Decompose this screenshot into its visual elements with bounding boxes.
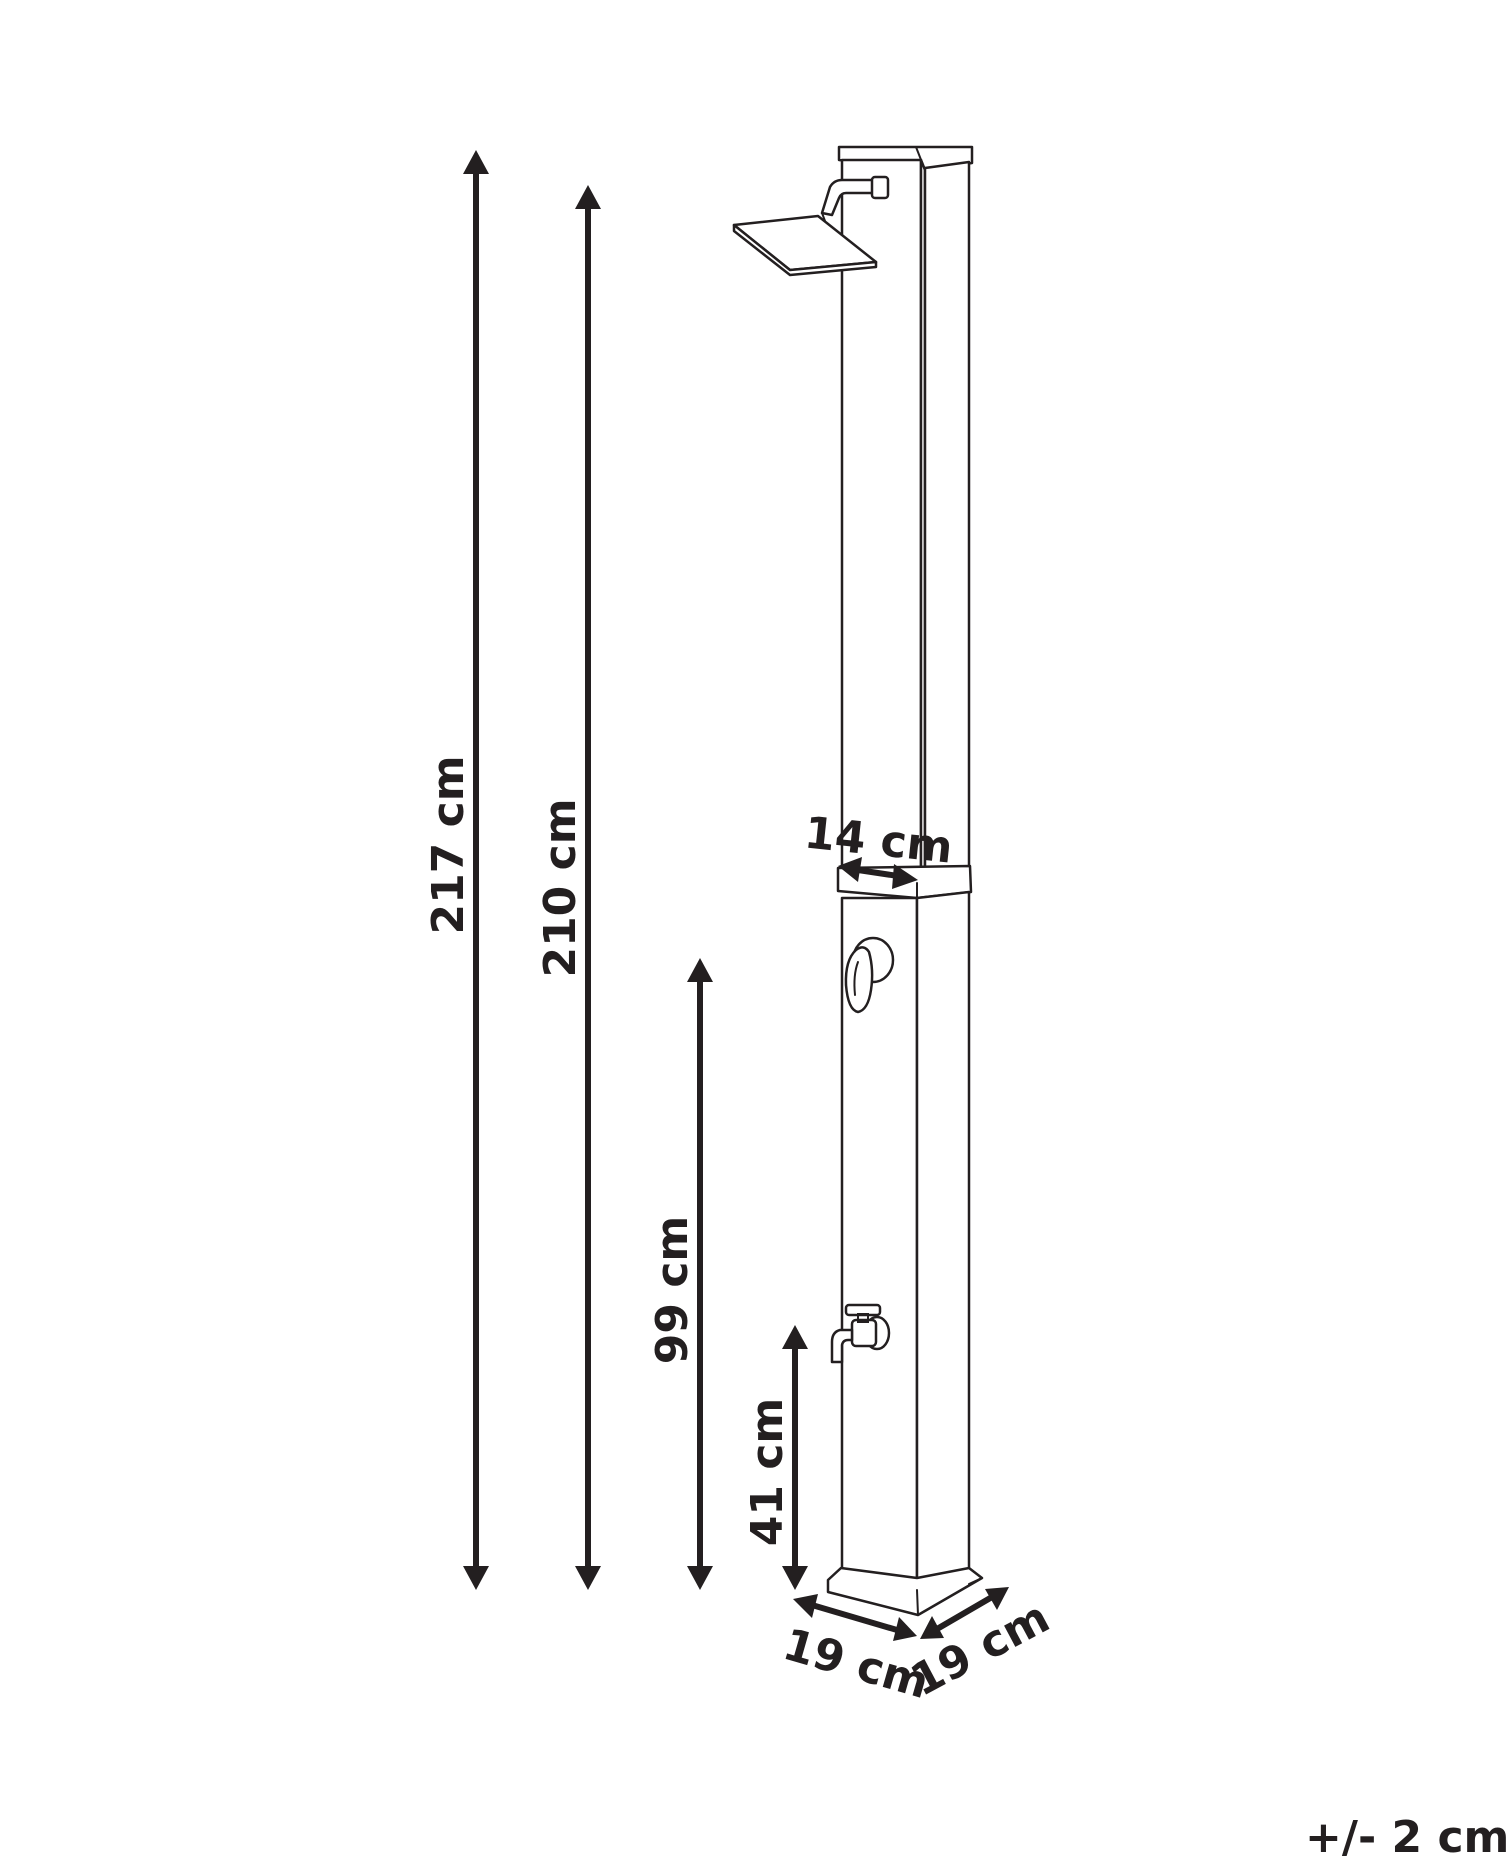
shower-arm-connector xyxy=(870,175,890,200)
dimension-mixer-height: 99 cm xyxy=(647,958,713,1590)
upper-column-front xyxy=(840,158,923,875)
water-tap xyxy=(830,1303,891,1364)
dimension-total-height: 217 cm xyxy=(423,150,489,1590)
upper-column-right-face xyxy=(923,160,971,875)
mixer-handle xyxy=(844,936,895,1014)
tap-body xyxy=(850,1318,878,1348)
shower-head-plate-edge xyxy=(732,223,878,277)
lower-column-front xyxy=(840,896,919,1590)
outdoor-shower-dimension-drawing: 217 cm 210 cm 99 cm 41 cm xyxy=(423,145,1058,1709)
dimension-tap-height: 41 cm xyxy=(742,1325,808,1590)
tap-height-label: 41 cm xyxy=(742,1398,793,1546)
shower-column xyxy=(826,145,984,1617)
base-plate xyxy=(826,1566,984,1617)
shower-head xyxy=(732,175,890,277)
lower-column-right-face xyxy=(915,890,971,1592)
mixer-lever xyxy=(844,946,874,1014)
tolerance-note: +/- 2 cm xyxy=(1305,1812,1509,1863)
total-height-label: 217 cm xyxy=(423,755,474,934)
mixer-height-label: 99 cm xyxy=(647,1216,698,1364)
tap-spout xyxy=(830,1328,854,1364)
shower-head-height-label: 210 cm xyxy=(535,798,586,977)
dimension-shower-head-height: 210 cm xyxy=(535,185,601,1590)
